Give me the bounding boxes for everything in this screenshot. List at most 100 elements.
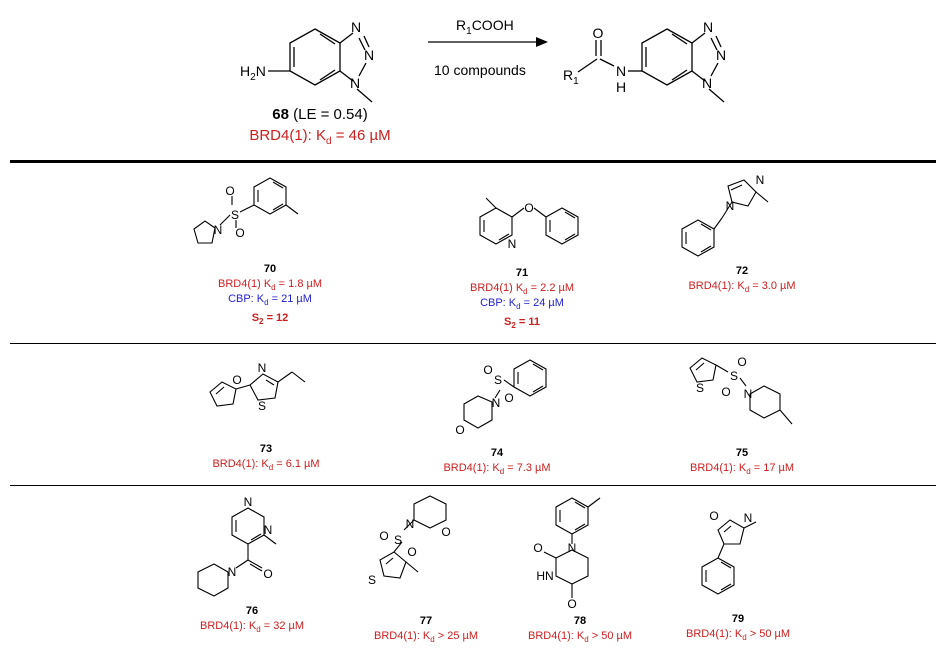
svg-text:H2N: H2N: [240, 63, 266, 83]
structure-72: N N: [681, 173, 769, 257]
compound-assay-line: S2 = 11: [504, 316, 540, 331]
atom-O: O: [721, 385, 730, 399]
atom-O: O: [524, 201, 533, 215]
compound-assay-line: BRD4(1): Kd > 25 µM: [373, 630, 479, 645]
reaction-scheme: N N N H2N N N: [240, 19, 726, 103]
atom-O: O: [504, 391, 513, 405]
structure-77: O N S O O S: [368, 495, 451, 587]
atom-N: N: [258, 361, 267, 375]
atom-R: R: [563, 67, 573, 83]
start-compound-assay: BRD4(1): Kd = 46 µM: [249, 127, 391, 147]
atom-N: N: [364, 47, 374, 63]
structure-74: S O O N O: [455, 359, 547, 437]
reagent-label: R1COOH: [456, 17, 514, 37]
atom-N: N: [756, 173, 765, 187]
atom-N: N: [702, 75, 712, 91]
atom-N: N: [350, 75, 360, 91]
atom-N: N: [256, 63, 266, 79]
compound-number: 70: [263, 263, 277, 275]
atom-O: O: [533, 541, 542, 555]
atom-O: O: [709, 509, 718, 523]
atom-N: N: [244, 495, 253, 509]
atom-H: H: [240, 63, 250, 79]
start-compound-label: 68 (LE = 0.54): [272, 106, 368, 123]
compound-assay-line: BRD4(1): Kd > 50 µM: [527, 630, 633, 645]
compound-number: 71: [515, 267, 529, 279]
atom-N: N: [406, 517, 415, 531]
compound-assay-line: CBP: Kd = 24 µM: [480, 297, 564, 312]
atom-O: O: [407, 545, 416, 559]
compound-assay-line: BRD4(1) Kd = 1.8 µM: [217, 278, 323, 293]
compound-number: 74: [490, 447, 504, 459]
structure-73: O N S: [209, 361, 306, 413]
compound-assay-line: BRD4(1): Kd = 3.0 µM: [688, 280, 796, 295]
compound-number: 75: [735, 447, 749, 459]
atom-O: O: [379, 529, 388, 543]
atom-N: N: [716, 47, 726, 63]
subscript-1: 1: [573, 76, 579, 87]
atom-N: N: [508, 237, 517, 251]
atom-N: N: [726, 199, 735, 213]
atom-S: S: [394, 533, 402, 547]
compound-assay-line: BRD4(1): Kd = 32 µM: [199, 620, 305, 635]
compound-assay-line: BRD4(1): Kd = 7.3 µM: [443, 462, 551, 477]
atom-O: O: [593, 25, 604, 41]
atom-O: O: [737, 355, 746, 369]
compound-number: 73: [259, 443, 273, 455]
structure-78: N O HN O: [533, 497, 601, 611]
compound-assay-line: CBP: Kd = 21 µM: [228, 293, 312, 308]
atom-N: N: [228, 565, 237, 579]
compound-assay-line: BRD4(1) Kd = 2.2 µM: [469, 282, 575, 297]
atom-S: S: [730, 369, 738, 383]
divider-2: [10, 485, 936, 486]
atom-N: N: [351, 19, 361, 35]
svg-text:R1: R1: [563, 67, 579, 87]
condition-label: 10 compounds: [434, 62, 526, 78]
atom-S: S: [258, 399, 266, 413]
divider-1: [10, 343, 936, 344]
compound-number: 76: [245, 605, 259, 617]
atom-O: O: [455, 423, 464, 437]
subscript-2: 2: [250, 72, 256, 83]
atom-N: N: [703, 19, 713, 35]
atom-N: N: [744, 387, 753, 401]
structure-68: N N N H2N: [240, 19, 374, 103]
compound-number: 78: [573, 615, 587, 627]
compound-number: 72: [735, 265, 749, 277]
atom-O: O: [483, 363, 492, 377]
structure-product: N N N N H O R1: [563, 19, 726, 103]
atom-N: N: [568, 541, 577, 555]
reaction-arrow: [428, 37, 548, 47]
atom-O: O: [263, 567, 272, 581]
structure-71: O N: [479, 197, 579, 251]
atom-O: O: [232, 373, 241, 387]
atom-O: O: [567, 597, 576, 611]
compound-assay-line: BRD4(1): Kd > 50 µM: [685, 628, 791, 643]
atom-HN: HN: [536, 569, 553, 583]
divider-thick: [10, 160, 936, 163]
atom-S: S: [696, 381, 704, 395]
atom-S: S: [231, 208, 239, 222]
atom-S: S: [368, 573, 376, 587]
compound-assay-line: BRD4(1): Kd = 17 µM: [689, 462, 795, 477]
compound-assay-line: S2 = 12: [251, 312, 289, 327]
structure-70: S O O N: [193, 177, 299, 244]
compound-number: 77: [419, 615, 433, 627]
compound-assay-line: BRD4(1): Kd = 6.1 µM: [212, 458, 320, 473]
atom-O: O: [235, 226, 244, 240]
atom-N: N: [744, 511, 753, 525]
atom-O: O: [225, 184, 234, 198]
atom-S: S: [494, 373, 502, 387]
structure-76: N N O N: [197, 495, 277, 597]
structure-75: S S O O N: [689, 355, 793, 425]
atom-N: N: [616, 63, 626, 79]
atom-N: N: [214, 223, 223, 237]
atom-N: N: [264, 523, 273, 537]
atom-H: H: [616, 79, 626, 95]
structure-79: O N: [701, 509, 757, 595]
compound-number: 79: [731, 613, 745, 625]
atom-O: O: [441, 525, 450, 539]
atom-N: N: [492, 396, 501, 410]
